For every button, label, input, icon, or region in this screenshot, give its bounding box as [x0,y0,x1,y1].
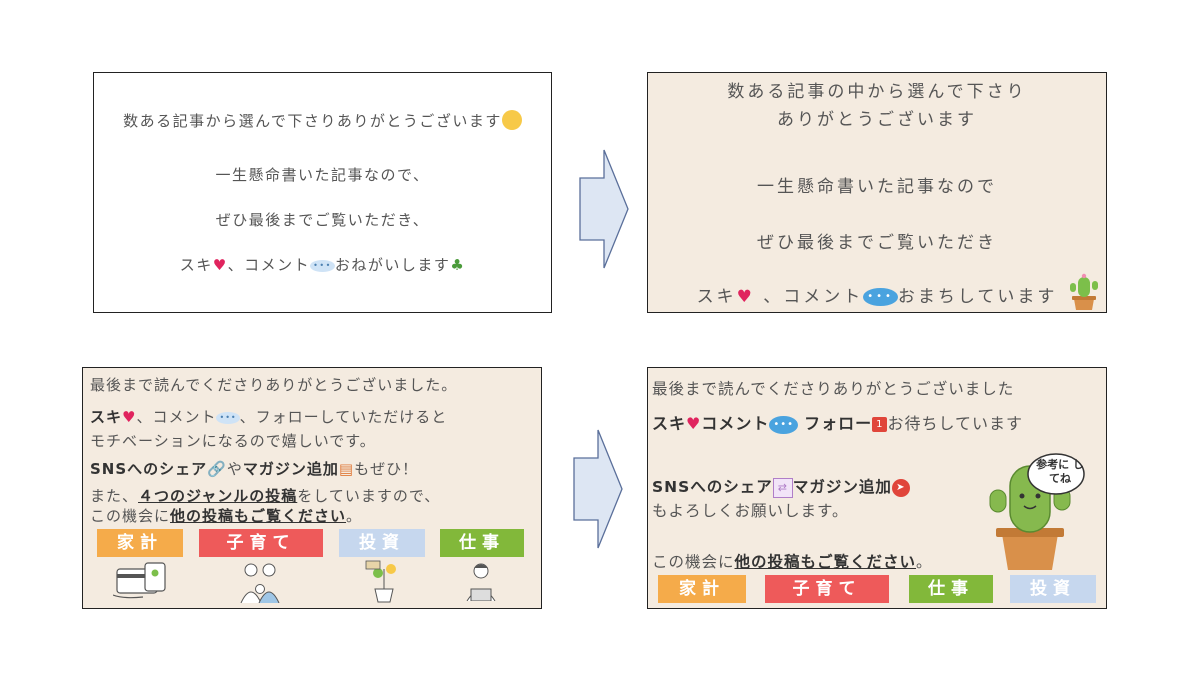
arrow-icon [579,149,629,269]
share-icon: ⇄ [772,477,793,498]
heart-icon: ♥ [686,414,702,433]
genre-button-shigoto[interactable]: 仕事 [440,529,524,557]
genre-button-shigoto[interactable]: 仕事 [909,575,993,603]
speech-bubble: 参考に してね [1036,458,1084,485]
link-icon: 🔗 [207,460,227,478]
p3-line4: SNSへのシェア🔗やマガジン追加▤もぜひ！ [90,460,419,478]
smile-icon [501,110,522,130]
p3-line1: 最後まで読んでくださりありがとうございました。 [90,376,458,394]
p1-line1: 数ある記事から選んで下さりありがとうございます [94,110,551,131]
family-illustration [240,563,280,603]
credit-card-illustration [113,562,166,599]
heart-icon: ♥ [122,408,137,426]
p4-line4: もよろしくお願いします。 [652,502,849,520]
genre-button-kakei[interactable]: 家計 [97,529,183,557]
p3-line3: モチベーションになるので嬉しいです。 [90,432,376,450]
p1-line2: 一生懸命書いた記事なので、 [215,166,430,184]
p2-line1: 数ある記事の中から選んで下さり [727,82,1027,102]
genre-button-toushi[interactable]: 投資 [1010,575,1096,603]
cactus-character-illustration [989,453,1085,570]
panel-original-top: 数ある記事から選んで下さりありがとうございます 一生懸命書いた記事なので、 ぜひ… [93,72,552,313]
p2-line4: ぜひ最後までご覧いただき [757,233,997,253]
p1-line3: ぜひ最後までご覧いただき、 [215,211,430,229]
cactus-icon: ♣ [450,256,466,274]
comment-icon: ••• [310,259,335,272]
comment-icon: ••• [216,411,240,424]
p3-line6: この機会に他の投稿もご覧ください。 [90,507,363,525]
heart-icon: ♥ [212,256,228,274]
panel-revised-top: 数ある記事の中から選んで下さり ありがとうございます 一生懸命書いた記事なので … [647,72,1107,313]
p4-line1: 最後まで読んでくださりありがとうございました [652,380,1015,398]
send-icon: ➤ [891,478,910,497]
books-icon: ▤ [338,460,355,478]
genre-button-kosodate[interactable]: 子育て [199,529,323,557]
comment-icon: ••• [769,415,799,434]
panel-original-bottom: 最後まで読んでくださりありがとうございました。 スキ♥、コメント•••、フォロー… [82,367,542,609]
p4-line3: SNSへのシェア⇄マガジン追加➤ [652,475,910,498]
heart-icon: ♥ [736,287,755,307]
p4-line5: この機会に他の投稿もご覧ください。 [652,553,933,571]
p2-line2: ありがとうございます [777,110,977,130]
worker-illustration [466,563,496,601]
p2-line3: 一生懸命書いた記事なので [757,177,997,197]
genre-button-toushi[interactable]: 投資 [339,529,425,557]
arrow-icon [573,429,623,549]
p1-line4: スキ♥、コメント•••おねがいします♣ [179,256,466,274]
p2-line5: スキ♥ 、コメント•••おまちしています [696,287,1058,307]
cactus-icon [1070,273,1098,310]
plant-money-illustration [365,560,396,603]
genre-button-kosodate[interactable]: 子育て [765,575,889,603]
comment-icon: ••• [863,288,898,306]
p3-line2: スキ♥、コメント•••、フォローしていただけると [90,408,448,426]
follow-badge-icon: 1 [872,417,888,432]
genre-button-kakei[interactable]: 家計 [658,575,746,603]
p3-line5: また、４つのジャンルの投稿をしていますので、 [90,487,441,505]
